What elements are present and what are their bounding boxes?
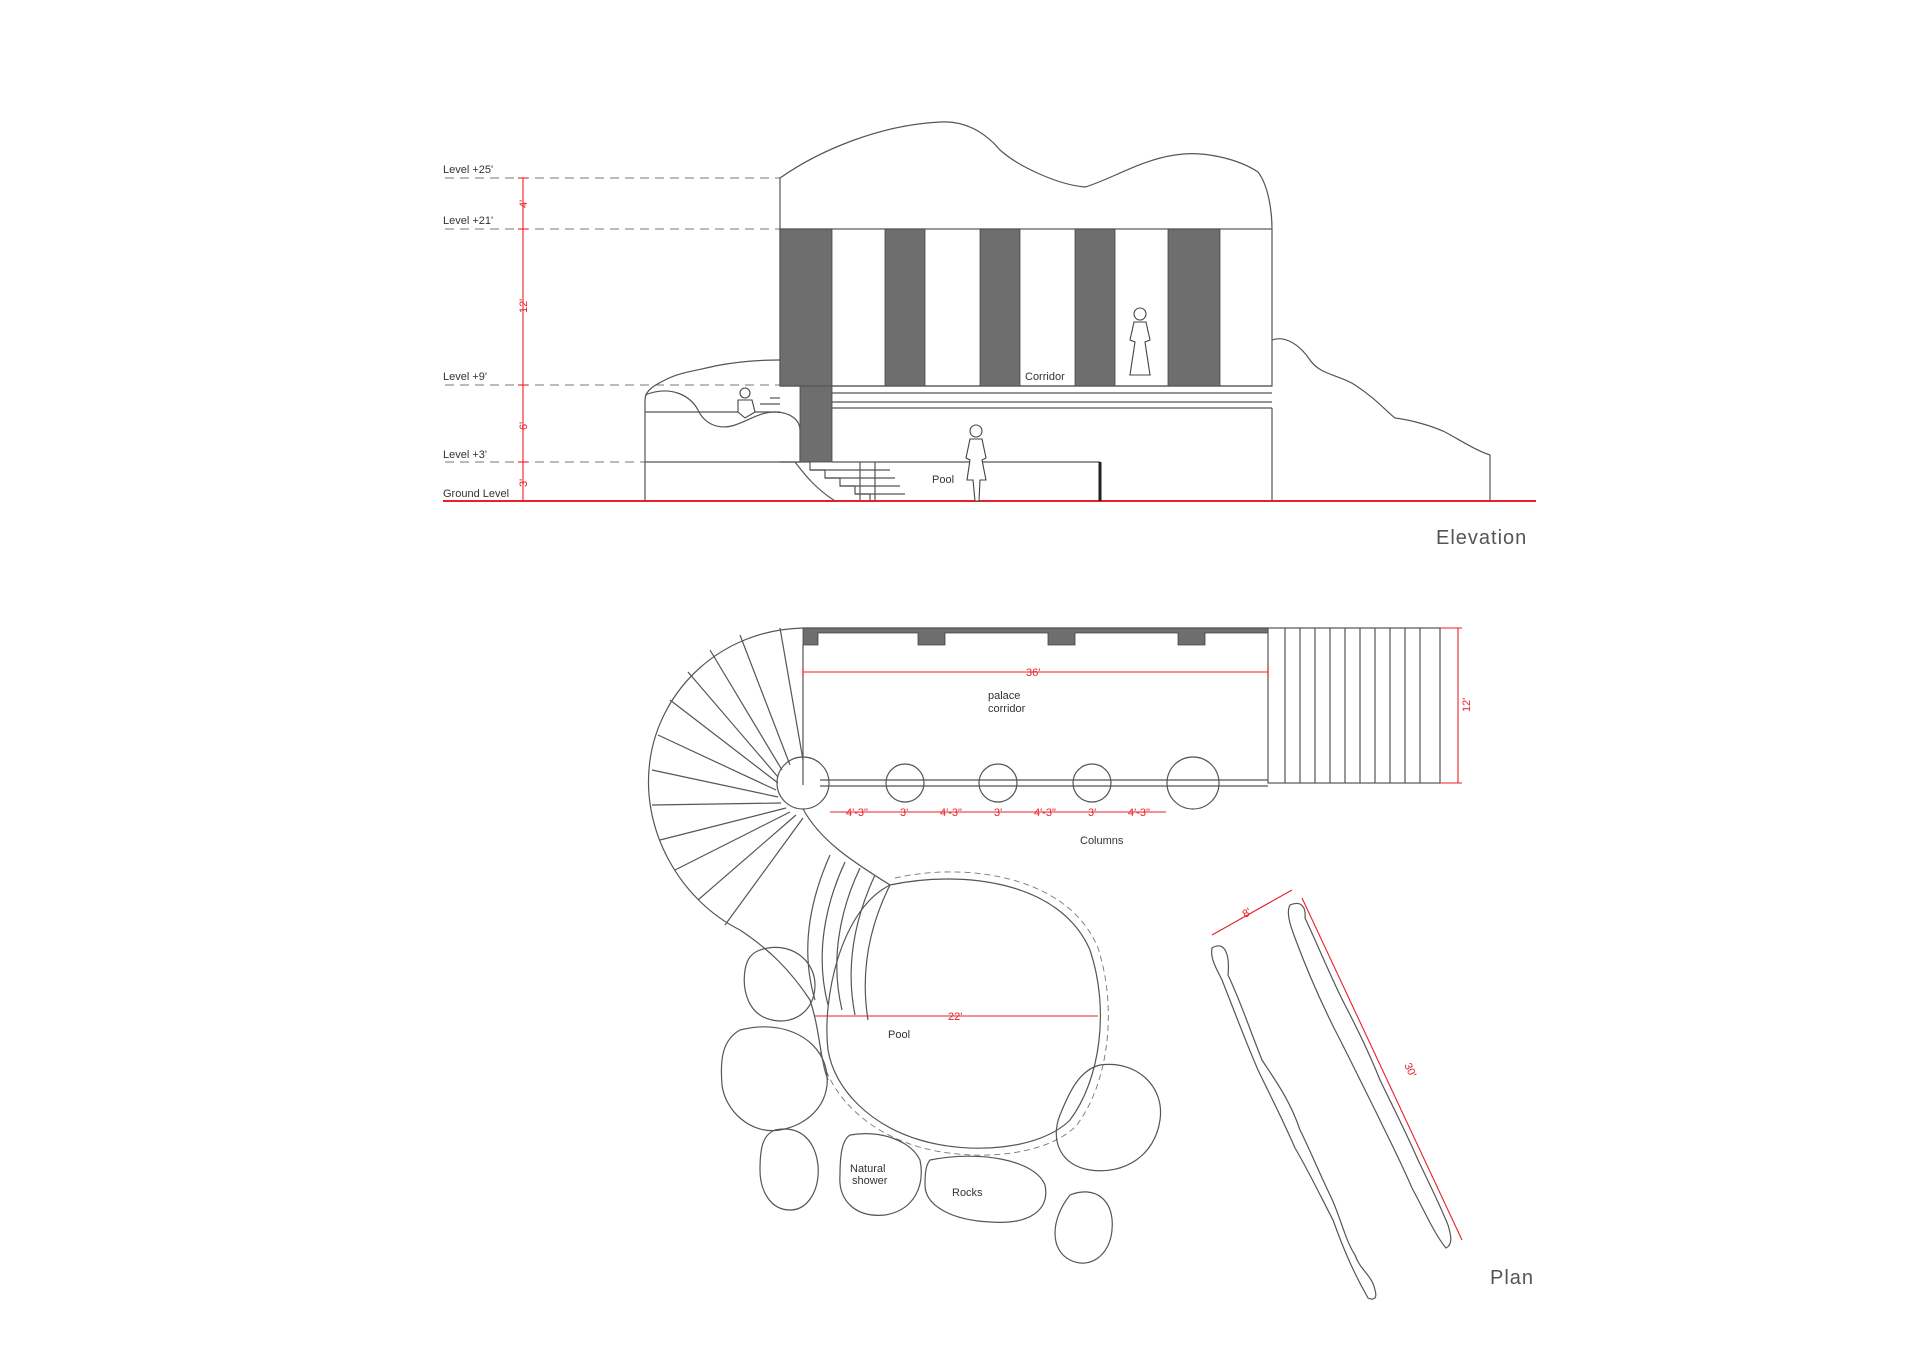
human-figure-pool — [965, 424, 987, 502]
dimension-corridor-length: 36' — [802, 666, 1269, 679]
height-12: 12' — [518, 299, 530, 313]
spacing-2: 3' — [900, 807, 908, 819]
human-figure-seated — [737, 387, 756, 419]
pool-elevation: Pool — [832, 461, 1102, 501]
level-label-25: Level +25' — [443, 164, 493, 176]
corridor-label-line1: palace — [988, 690, 1020, 702]
dim-12: 12' — [1461, 698, 1473, 712]
piers — [779, 228, 1221, 463]
shower-label-line1: Natural — [850, 1163, 885, 1175]
column-5 — [1166, 756, 1220, 810]
pool-plan: 22' Pool — [815, 871, 1109, 1156]
pool-stair — [739, 808, 891, 1081]
rock-top — [779, 121, 1273, 230]
rock-left — [644, 359, 781, 501]
height-4: 4' — [518, 200, 530, 208]
human-figure-corridor — [1129, 307, 1151, 376]
spiral-stair — [647, 627, 804, 931]
stairs-elevation — [780, 461, 905, 502]
spacing-6: 3' — [1088, 807, 1096, 819]
column-4 — [1072, 763, 1112, 803]
elevation-view: Level +25' Level +21' Level +9' Level +3… — [443, 121, 1536, 549]
shower-label-line2: shower — [852, 1175, 888, 1187]
plan-view: 36' 12' palace corridor 4'-3" 3' 4'-3" 3… — [647, 627, 1534, 1300]
spacing-1: 4'-3" — [846, 807, 868, 819]
plan-title: Plan — [1490, 1267, 1534, 1289]
dim-22: 22' — [948, 1011, 962, 1023]
column-spacing-dims: 4'-3" 3' 4'-3" 3' 4'-3" 3' 4'-3" — [830, 807, 1166, 819]
corridor-label-line2: corridor — [988, 703, 1026, 715]
columns — [776, 756, 1220, 810]
level-label-ground: Ground Level — [443, 488, 509, 500]
rock-walls: 8' 30' — [1211, 889, 1463, 1300]
column-3 — [978, 763, 1018, 803]
level-label-9: Level +9' — [443, 371, 487, 383]
height-6: 6' — [518, 422, 530, 430]
spacing-3: 4'-3" — [940, 807, 962, 819]
spacing-5: 4'-3" — [1034, 807, 1056, 819]
level-label-3: Level +3' — [443, 449, 487, 461]
spacing-4: 3' — [994, 807, 1002, 819]
spacing-7: 4'-3" — [1128, 807, 1150, 819]
column-2 — [885, 763, 925, 803]
rocks — [720, 946, 1162, 1264]
rocks-label: Rocks — [952, 1187, 983, 1199]
dim-30: 30' — [1401, 1061, 1418, 1079]
corridor-slab — [780, 385, 1273, 501]
rock-ledge — [644, 390, 801, 462]
pool-label-elevation: Pool — [932, 474, 954, 486]
columns-label: Columns — [1080, 835, 1124, 847]
height-3: 3' — [518, 479, 530, 487]
elevation-title: Elevation — [1436, 527, 1527, 549]
dimension-corridor-width: 12' — [1440, 627, 1473, 784]
dim-36: 36' — [1026, 667, 1040, 679]
palace-corridor — [802, 627, 1269, 787]
corridor-label: Corridor — [1025, 371, 1065, 383]
pool-label-plan: Pool — [888, 1029, 910, 1041]
height-dimension: 4' 12' 6' 3' — [518, 177, 530, 501]
level-label-21: Level +21' — [443, 215, 493, 227]
level-lines — [443, 177, 1536, 502]
rock-right — [1271, 338, 1491, 501]
straight-stair — [1267, 627, 1441, 784]
